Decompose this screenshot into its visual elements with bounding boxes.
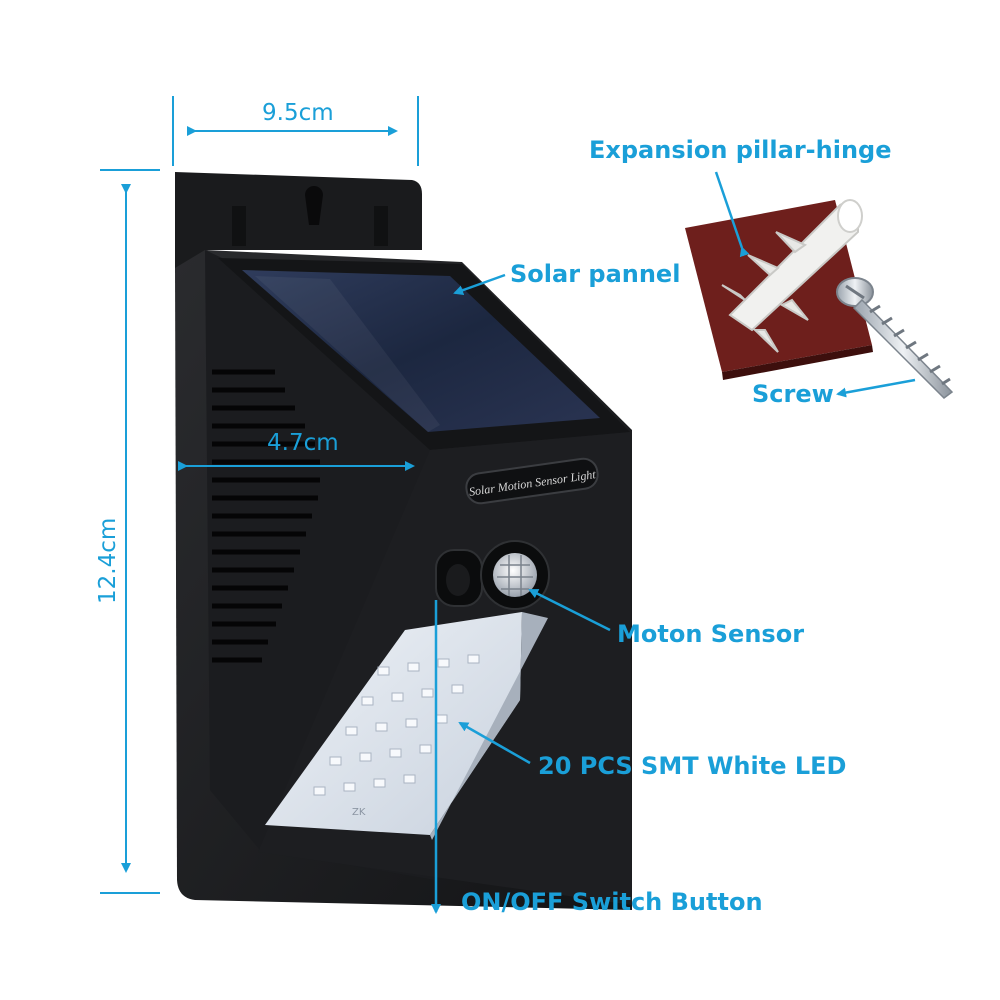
mounting-accessories — [685, 199, 954, 399]
motion-sensor-facets — [497, 555, 533, 596]
screw — [836, 277, 954, 399]
solar-panel-glare — [255, 276, 440, 432]
led-label: 20 PCS SMT White LED — [538, 752, 847, 780]
cooling-fins — [212, 369, 320, 663]
switch-label: ON/OFF Switch Button — [461, 888, 763, 916]
plate-notch — [374, 206, 388, 246]
expansion-pillar — [721, 199, 863, 353]
expansion-pillar-label: Expansion pillar-hinge — [589, 136, 892, 164]
motion-sensor-lens — [493, 553, 537, 597]
model-badge — [465, 457, 599, 505]
solar-panel — [242, 270, 600, 432]
height-dimension-label: 12.4cm — [95, 517, 121, 604]
mounting-hole — [305, 186, 323, 225]
led-array — [313, 654, 480, 796]
led-panel — [265, 612, 522, 835]
screw-arrow — [836, 378, 916, 398]
mounting-pad-edge — [722, 345, 873, 380]
led-panel-mark: ZK — [352, 807, 366, 818]
solar-panel-arrow — [453, 273, 506, 295]
led-arrow — [458, 721, 531, 765]
plate-notch — [232, 206, 246, 246]
width-dimension-label: 9.5cm — [262, 100, 334, 126]
motion-sensor-arrow — [528, 588, 611, 632]
power-switch-knob — [446, 564, 470, 596]
depth-dimension-label: 4.7cm — [267, 430, 339, 456]
callout-arrows — [431, 171, 916, 914]
motion-sensor-label: Moton Sensor — [617, 620, 805, 648]
dimension-lines — [100, 96, 419, 894]
led-panel-edge — [430, 612, 548, 840]
screw-label: Screw — [752, 380, 834, 408]
expansion-pillar-arrow — [714, 171, 750, 258]
solar-light-device: Solar Motion Sensor Light — [175, 172, 632, 910]
solar-panel-label: Solar pannel — [510, 260, 681, 288]
